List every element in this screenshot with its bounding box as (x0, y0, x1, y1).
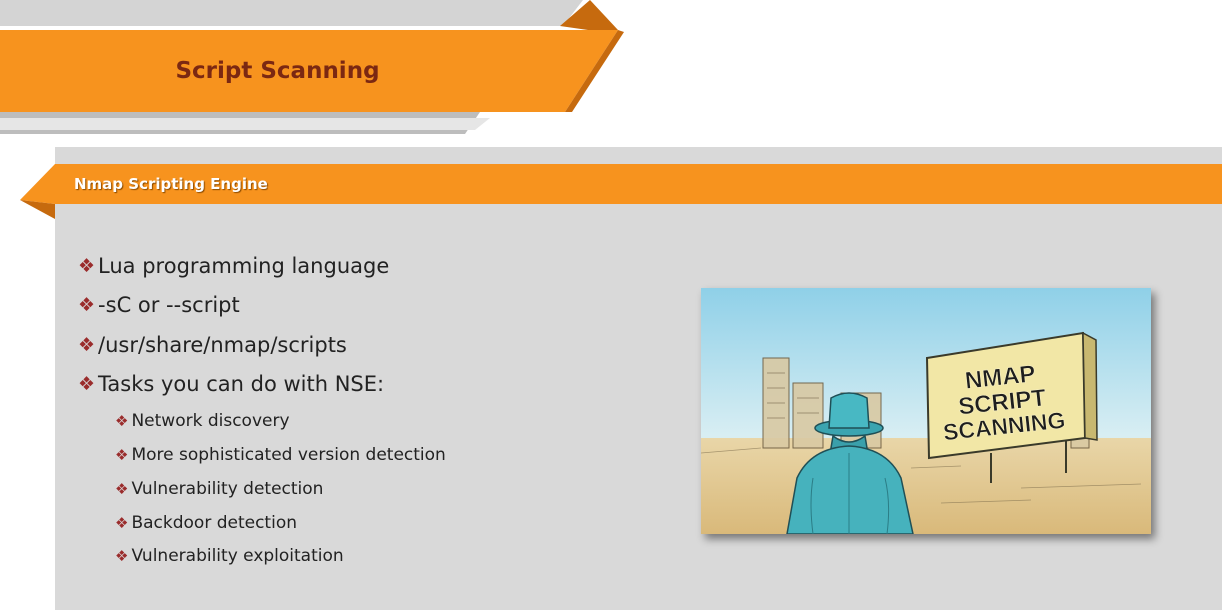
slide-title: Script Scanning (175, 58, 380, 84)
diamond-bullet-icon: ❖ (78, 294, 96, 316)
diamond-bullet-icon: ❖ (115, 547, 129, 565)
bullet-item: ❖ -sC or --script (78, 293, 240, 317)
diamond-bullet-icon: ❖ (115, 412, 129, 430)
sub-bullet-text: Vulnerability detection (131, 479, 324, 499)
title-banner (0, 0, 624, 134)
sub-bullet-item: ❖ Vulnerability detection (115, 479, 323, 499)
bullet-item: ❖ Tasks you can do with NSE: (78, 372, 384, 396)
sub-bullet-item: ❖ Network discovery (115, 411, 290, 431)
diamond-bullet-icon: ❖ (78, 373, 96, 395)
diamond-bullet-icon: ❖ (115, 514, 129, 532)
sub-bullet-text: Vulnerability exploitation (131, 546, 344, 566)
nmap-illustration: NMAP SCRIPT SCANNING (701, 288, 1151, 534)
bullet-text: Lua programming language (98, 254, 390, 278)
sub-bullet-item: ❖ Backdoor detection (115, 513, 297, 533)
sub-bullet-item: ❖ Vulnerability exploitation (115, 546, 344, 566)
bullet-item: ❖ Lua programming language (78, 254, 389, 278)
section-ribbon (20, 164, 1222, 219)
sub-bullet-text: Backdoor detection (131, 513, 297, 533)
section-title: Nmap Scripting Engine (74, 175, 268, 193)
bullet-text: Tasks you can do with NSE: (98, 372, 385, 396)
bullet-text: -sC or --script (98, 293, 240, 317)
sub-bullet-text: Network discovery (131, 411, 290, 431)
diamond-bullet-icon: ❖ (115, 480, 129, 498)
diamond-bullet-icon: ❖ (78, 334, 96, 356)
sub-bullet-item: ❖ More sophisticated version detection (115, 445, 446, 465)
sub-bullet-text: More sophisticated version detection (131, 445, 446, 465)
bullet-text: /usr/share/nmap/scripts (98, 333, 347, 357)
bullet-item: ❖ /usr/share/nmap/scripts (78, 333, 347, 357)
nmap-illustration-art: NMAP SCRIPT SCANNING (701, 288, 1151, 534)
diamond-bullet-icon: ❖ (115, 446, 129, 464)
diamond-bullet-icon: ❖ (78, 255, 96, 277)
